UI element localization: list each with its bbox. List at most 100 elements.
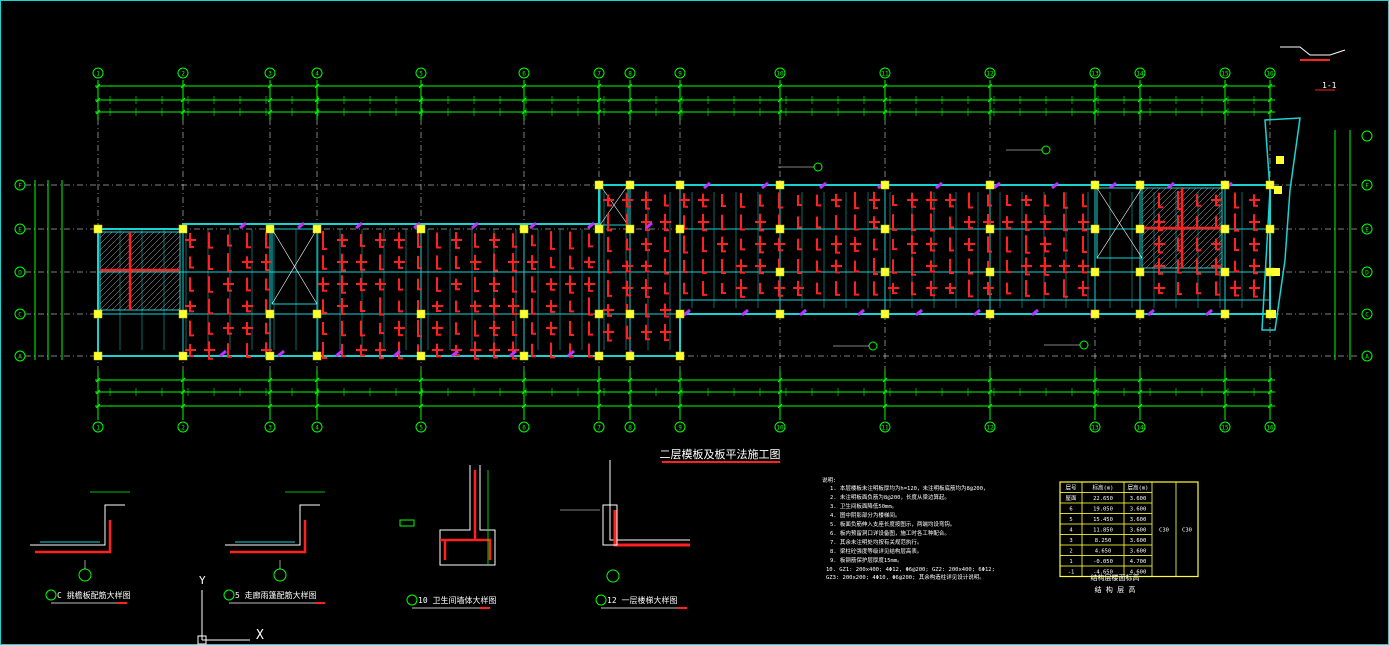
axis-bubble — [984, 421, 996, 433]
column — [675, 351, 685, 361]
rebar-mark — [322, 342, 327, 359]
rebar-mark — [759, 258, 764, 275]
column — [93, 224, 103, 234]
rebar-mark — [626, 260, 631, 273]
rebar-mark — [512, 320, 517, 337]
rebar-mark — [968, 192, 973, 209]
rebar-mark — [531, 298, 536, 315]
rebar-mark — [569, 255, 574, 270]
axis-bubble — [1089, 421, 1101, 433]
axis-bubble — [177, 421, 189, 433]
slab-mark — [935, 181, 943, 190]
axis-bubble — [624, 67, 636, 79]
detail-bubble — [273, 568, 287, 582]
rebar-mark — [265, 278, 270, 291]
rebar-mark — [854, 214, 859, 231]
rebar-mark — [417, 255, 422, 270]
rebar-mark — [208, 341, 213, 360]
rebar-mark — [854, 237, 859, 252]
rebar-mark — [436, 277, 441, 292]
rebar-mark — [493, 233, 498, 248]
note-9: 9. 板钢筋保护层厚度15mm。 — [830, 556, 903, 564]
rebar-mark — [759, 213, 764, 232]
rebar-mark — [683, 215, 688, 230]
rebar-mark — [493, 320, 498, 337]
rebar-mark — [911, 213, 916, 232]
rebar-mark — [208, 322, 213, 335]
stair-hatch — [99, 231, 119, 251]
axis-bubble-label: 15 — [1221, 71, 1229, 78]
shaft-x — [1096, 187, 1143, 259]
rebar-mark — [911, 257, 916, 276]
rebar-mark — [664, 282, 669, 295]
axis-bubble-label: 4 — [315, 425, 319, 432]
rebar-mark — [892, 195, 897, 206]
rebar-mark — [474, 320, 479, 337]
rebar-mark — [1196, 237, 1201, 252]
column — [519, 351, 529, 361]
slab-mark — [393, 349, 401, 358]
axis-bubble — [1264, 67, 1276, 79]
shaft — [1096, 187, 1143, 259]
rebar-mark — [436, 255, 441, 270]
rebar-layout — [100, 181, 1260, 360]
rebar-mark — [759, 194, 764, 207]
axis-bubble-label: 8 — [628, 71, 632, 78]
rebar-mark — [1234, 238, 1239, 251]
slab-mark — [277, 349, 285, 358]
rebar-mark — [189, 320, 194, 337]
rebar-mark — [683, 193, 688, 208]
rebar-mark — [873, 238, 878, 251]
rebar-mark — [379, 297, 384, 316]
rebar-mark — [778, 280, 783, 297]
rebar-mark — [778, 237, 783, 252]
row-bubble — [1361, 308, 1373, 320]
slab-mark — [973, 308, 981, 317]
stair-hatch — [99, 231, 149, 281]
axis-bubble — [1134, 67, 1146, 79]
rebar-mark — [740, 193, 745, 208]
stair-hatch — [117, 247, 181, 311]
rebar-mark — [1063, 279, 1068, 298]
table-cell-text: 2 — [1069, 549, 1072, 555]
rebar-mark — [550, 278, 555, 291]
slab-mark — [1205, 308, 1213, 317]
table-cell-text: 4 — [1069, 528, 1073, 534]
rebar-mark — [968, 258, 973, 275]
detail-title-bubble — [406, 594, 418, 606]
stair-hatch — [165, 295, 181, 311]
rebar-mark — [398, 320, 403, 337]
rebar-mark — [550, 342, 555, 359]
rebar-mark — [189, 233, 194, 248]
rebar-mark — [246, 343, 251, 358]
rebar-mark — [189, 256, 194, 269]
axis-bubble — [984, 67, 996, 79]
column — [1220, 309, 1230, 319]
note-4: 4. 图中阴影部分为楼梯间。 — [830, 511, 900, 519]
column — [93, 309, 103, 319]
slab-mark — [703, 181, 711, 190]
rebar-mark — [759, 235, 764, 254]
rebar-mark — [1006, 282, 1011, 295]
detail-title-4: 12 一层楼梯大样图 — [607, 595, 677, 605]
slab-mark — [567, 349, 575, 358]
axis-bubble — [674, 421, 686, 433]
section-detail-1-1: 1-1 — [1280, 46, 1346, 91]
beam-layout — [97, 117, 1301, 357]
stair-hatch — [135, 265, 181, 311]
detail-rebar — [230, 520, 307, 554]
rebar-mark — [854, 191, 859, 210]
column — [625, 180, 635, 190]
rebar-mark — [360, 320, 365, 337]
table-cell-text: 15.450 — [1093, 517, 1113, 523]
rebar-mark — [664, 258, 669, 275]
axis-bubble-label: 6 — [522, 71, 526, 78]
shaft — [271, 228, 318, 305]
rebar-mark — [246, 232, 251, 249]
rebar-mark — [607, 280, 612, 297]
stair-hatch — [1163, 209, 1223, 269]
rebar-mark — [1025, 235, 1030, 254]
rebar-mark — [816, 260, 821, 273]
